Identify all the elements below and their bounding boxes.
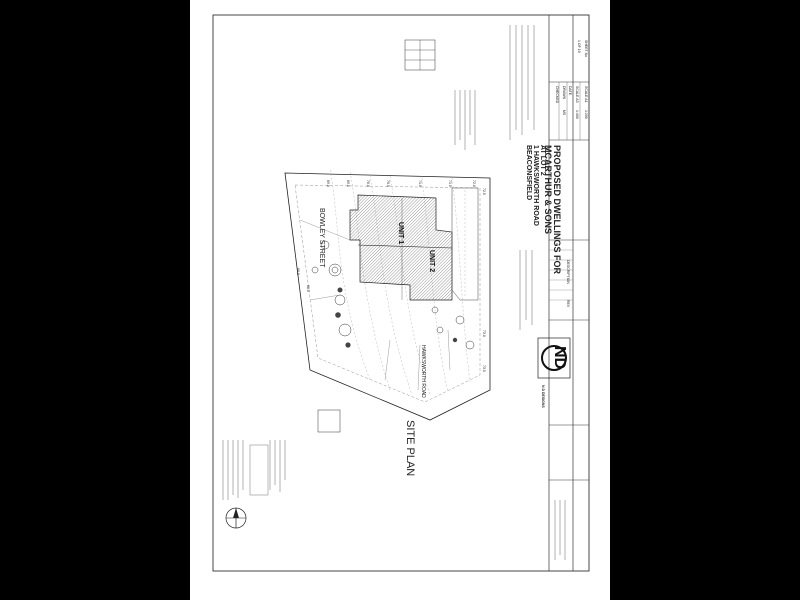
unit-2-label: UNIT 2 xyxy=(428,250,435,273)
level-label: 70.5 xyxy=(386,180,390,187)
unit-1-label: UNIT 1 xyxy=(397,222,404,245)
drawn-value: MS xyxy=(562,110,566,116)
firm-logo: ND xyxy=(551,346,568,370)
scale-a3-label: SCALE A3 xyxy=(575,86,579,103)
firm-name: N D DESIGNS xyxy=(541,385,545,408)
level-label: 73.5 xyxy=(482,365,486,372)
level-label: 72.5 xyxy=(482,188,486,195)
description-label: DESCRIPTION xyxy=(566,260,570,284)
scale-a1-value: 1:200 xyxy=(584,110,588,119)
level-label: 68.5 xyxy=(306,285,310,292)
level-label: 69.5 xyxy=(346,180,350,187)
sheet-no-value: 1 OF 10 xyxy=(577,40,581,53)
revision-label: REV xyxy=(566,300,570,308)
drawing-sheet: PROPOSED DWELLINGS FOR MCARTHUR & SONS A… xyxy=(190,0,610,600)
project-line-3: AT LOT 2 xyxy=(539,145,546,176)
level-label: 73.0 xyxy=(482,330,486,337)
site-plan-heading: SITE PLAN xyxy=(404,420,416,477)
level-label: 71.0 xyxy=(418,180,422,187)
level-label: 71.5 xyxy=(448,180,452,187)
street-label-hawksworth: HAWKSWORTH ROAD xyxy=(420,345,426,398)
drawn-label: DRAWN xyxy=(562,86,566,100)
level-label: 69.0 xyxy=(326,180,330,187)
sheet-no-label: SHEET No xyxy=(584,40,588,58)
project-line-4: 1 HAWKSWORTH ROAD xyxy=(532,145,539,226)
level-label: 68.0 xyxy=(296,268,300,275)
scale-a3-value: 1:400 xyxy=(575,110,579,119)
level-label: 70.0 xyxy=(366,180,370,187)
street-label-bowley: BOWLEY STREET xyxy=(318,208,325,268)
project-line-5: BEACONSFIELD xyxy=(525,145,532,201)
checked-label: CHECKED xyxy=(555,86,559,104)
site-plan-drawing xyxy=(212,14,590,572)
date-label: DATE xyxy=(568,86,572,96)
scale-a1-label: SCALE A1 xyxy=(584,86,588,103)
level-label: 72.0 xyxy=(472,180,476,187)
project-line-1: PROPOSED DWELLINGS FOR xyxy=(552,145,562,275)
